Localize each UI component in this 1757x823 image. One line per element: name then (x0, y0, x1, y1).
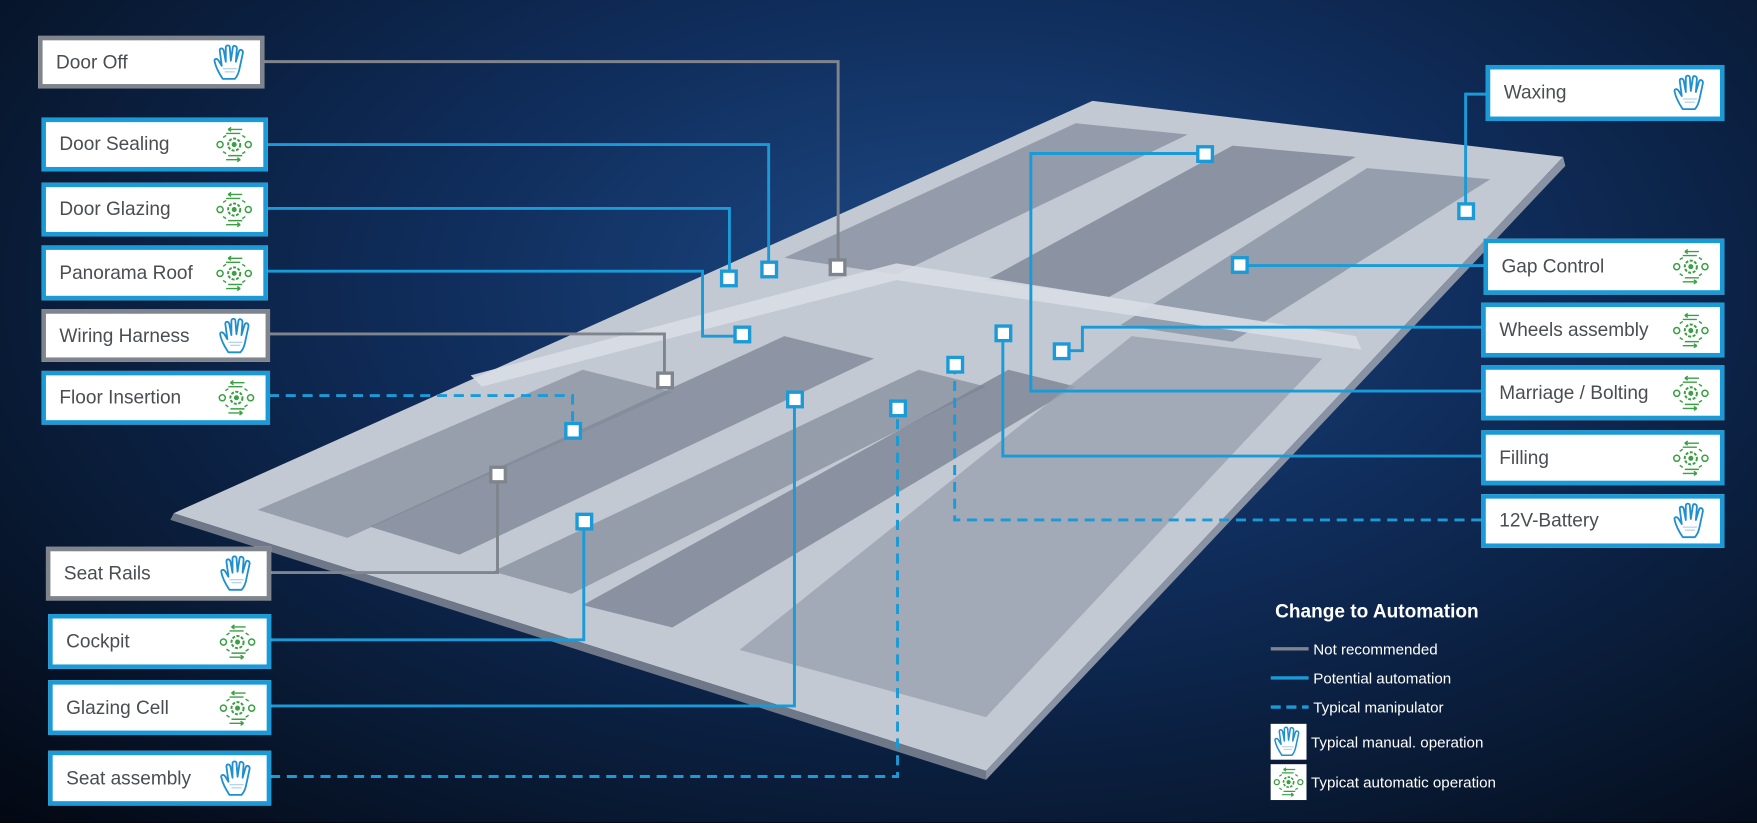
hand-icon (217, 554, 257, 594)
station-markers (489, 145, 1476, 531)
dashed-line-swatch (1270, 705, 1309, 709)
marker-door-sealing (760, 260, 779, 279)
gear-automation-icon (217, 621, 257, 661)
gear-automation-icon (1671, 310, 1711, 350)
gear-automation-icon (1671, 373, 1711, 413)
hand-icon (1671, 73, 1711, 113)
legend-title: Change to Automation (1275, 600, 1479, 622)
marker-wheels (1052, 342, 1071, 361)
marker-door-off (828, 258, 847, 277)
gear-automation-icon (214, 124, 254, 164)
legend-automatic: Typicat automatic operation (1270, 762, 1496, 802)
label-panorama-roof: Panorama Roof (41, 245, 268, 301)
marker-floor-insertion (564, 421, 583, 440)
legend-manipulator: Typical manipulator (1270, 692, 1496, 721)
marker-door-glazing (719, 269, 738, 288)
gray-line-swatch (1270, 647, 1309, 651)
blue-line-swatch (1270, 676, 1309, 680)
label-cockpit: Cockpit (48, 614, 272, 669)
marker-panorama-roof (733, 325, 752, 344)
hand-icon (1272, 725, 1306, 759)
gear-automation-icon (217, 687, 257, 727)
connector-lines (263, 60, 1486, 778)
legend-not-recommended: Not recommended (1270, 634, 1496, 663)
marker-glazing-cell (786, 390, 804, 409)
factory-floor (170, 100, 1566, 780)
gear-automation-icon (214, 253, 254, 293)
label-wiring-harness: Wiring Harness (41, 309, 271, 362)
label-floor-insertion: Floor Insertion (41, 370, 271, 425)
gear-automation-icon (216, 378, 256, 418)
hand-icon (211, 42, 251, 82)
legend: Change to Automation Not recommended Pot… (1270, 600, 1496, 803)
marker-wiring-harness (656, 371, 674, 390)
marker-cockpit (575, 512, 594, 531)
hand-icon (216, 315, 256, 355)
marker-seat-rails (489, 465, 508, 484)
label-waxing: Waxing (1485, 64, 1725, 122)
hand-icon (1671, 501, 1711, 541)
label-door-glazing: Door Glazing (41, 182, 268, 237)
label-wheels-assembly: Wheels assembly (1481, 302, 1725, 358)
label-gap-control: Gap Control (1483, 238, 1725, 295)
label-door-off: Door Off (38, 35, 265, 89)
marker-waxing (1457, 202, 1476, 221)
gear-automation-icon (1671, 247, 1711, 287)
marker-marriage (1196, 145, 1215, 164)
marker-12v (946, 355, 965, 374)
gear-automation-icon (1671, 438, 1711, 478)
label-filling: Filling (1481, 430, 1725, 486)
legend-manual: Typical manual. operation (1270, 722, 1496, 762)
marker-seat-assembly (889, 399, 908, 418)
label-seat-rails: Seat Rails (45, 546, 272, 601)
label-door-sealing: Door Sealing (41, 117, 268, 172)
legend-potential: Potential automation (1270, 663, 1496, 692)
hand-icon (217, 758, 257, 798)
gear-automation-icon (214, 189, 254, 229)
label-marriage-bolting: Marriage / Bolting (1481, 365, 1725, 421)
label-12v-battery: 12V-Battery (1481, 494, 1725, 548)
marker-filling (994, 324, 1013, 343)
label-glazing-cell: Glazing Cell (48, 680, 272, 736)
label-seat-assembly: Seat assembly (48, 750, 272, 806)
gear-automation-icon (1272, 765, 1306, 799)
marker-gap-control (1230, 256, 1249, 274)
